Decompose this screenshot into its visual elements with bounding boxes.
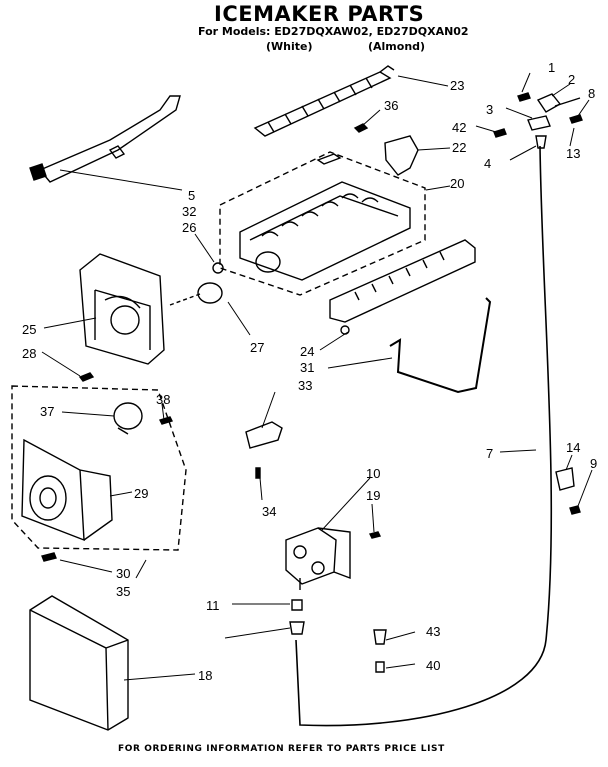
fitting-40-part xyxy=(375,661,385,673)
screw-19-part xyxy=(368,531,382,539)
shaft-and-gear-part xyxy=(169,262,224,306)
callout-1: 1 xyxy=(548,60,555,75)
ordering-footer: FOR ORDERING INFORMATION REFER TO PARTS … xyxy=(118,744,445,754)
callout-4: 4 xyxy=(484,156,491,171)
models-line: For Models: ED27DQXAW02, ED27DQXAN02 xyxy=(198,25,469,38)
callout-33: 33 xyxy=(298,378,312,393)
screw-28-part xyxy=(78,372,95,382)
shutoff-arm-part xyxy=(389,297,492,394)
callout-37: 37 xyxy=(40,404,54,419)
water-tube-part xyxy=(295,145,553,727)
screw-36-part xyxy=(353,123,369,133)
ejector-part xyxy=(253,65,395,137)
bracket-part xyxy=(384,135,419,176)
screw-9-part xyxy=(569,505,581,515)
callout-8: 8 xyxy=(588,86,595,101)
callout-24: 24 xyxy=(300,344,314,359)
callout-32: 32 xyxy=(182,204,196,219)
callout-3: 3 xyxy=(486,102,493,117)
callout-27: 27 xyxy=(250,340,264,355)
callout-23: 23 xyxy=(450,78,464,93)
callout-36: 36 xyxy=(384,98,398,113)
callout-30: 30 xyxy=(116,566,130,581)
almond-label: (Almond) xyxy=(368,40,426,53)
callout-40: 40 xyxy=(426,658,440,673)
callout-28: 28 xyxy=(22,346,36,361)
module-outline xyxy=(11,385,187,551)
callout-42: 42 xyxy=(452,120,466,135)
clamp-14-part xyxy=(555,467,575,491)
callout-25: 25 xyxy=(22,322,36,337)
wire-harness-part xyxy=(29,95,181,183)
callout-labels: 1 2 3 4 5 7 8 9 10 11 13 14 18 19 20 22 … xyxy=(22,60,597,683)
callout-2: 2 xyxy=(568,72,575,87)
callout-11: 11 xyxy=(206,598,220,613)
callout-26: 26 xyxy=(182,220,196,235)
cover-part xyxy=(29,595,129,731)
callout-38: 38 xyxy=(156,392,170,407)
white-label: (White) xyxy=(266,40,313,53)
callout-7: 7 xyxy=(486,446,493,461)
callout-34: 34 xyxy=(262,504,276,519)
callout-5: 5 xyxy=(188,188,195,203)
callout-19: 19 xyxy=(366,488,380,503)
callout-10: 10 xyxy=(366,466,380,481)
motor-housing-part xyxy=(79,253,165,365)
mold-part xyxy=(239,153,411,281)
nut-11-part xyxy=(291,599,303,611)
diagram-title: ICEMAKER PARTS xyxy=(214,2,425,26)
callout-31: 31 xyxy=(300,360,314,375)
fill-cup-part xyxy=(329,239,476,335)
water-valve-part xyxy=(285,527,351,590)
callout-13: 13 xyxy=(566,146,580,161)
callout-18: 18 xyxy=(198,668,212,683)
top-fittings-part xyxy=(493,92,583,149)
fitting-43-part xyxy=(373,629,387,645)
screw-34-part xyxy=(255,467,261,479)
screw-30-part xyxy=(41,552,57,562)
callout-29: 29 xyxy=(134,486,148,501)
callout-14: 14 xyxy=(566,440,580,455)
callout-43: 43 xyxy=(426,624,440,639)
callout-35: 35 xyxy=(116,584,130,599)
module-part xyxy=(21,402,173,542)
ferrule-4-lower-part xyxy=(289,621,305,635)
callout-20: 20 xyxy=(450,176,464,191)
leader-lines xyxy=(41,72,593,681)
callout-9: 9 xyxy=(590,456,597,471)
mold-outline xyxy=(219,151,426,296)
callout-22: 22 xyxy=(452,140,466,155)
bracket-33-part xyxy=(245,421,283,449)
